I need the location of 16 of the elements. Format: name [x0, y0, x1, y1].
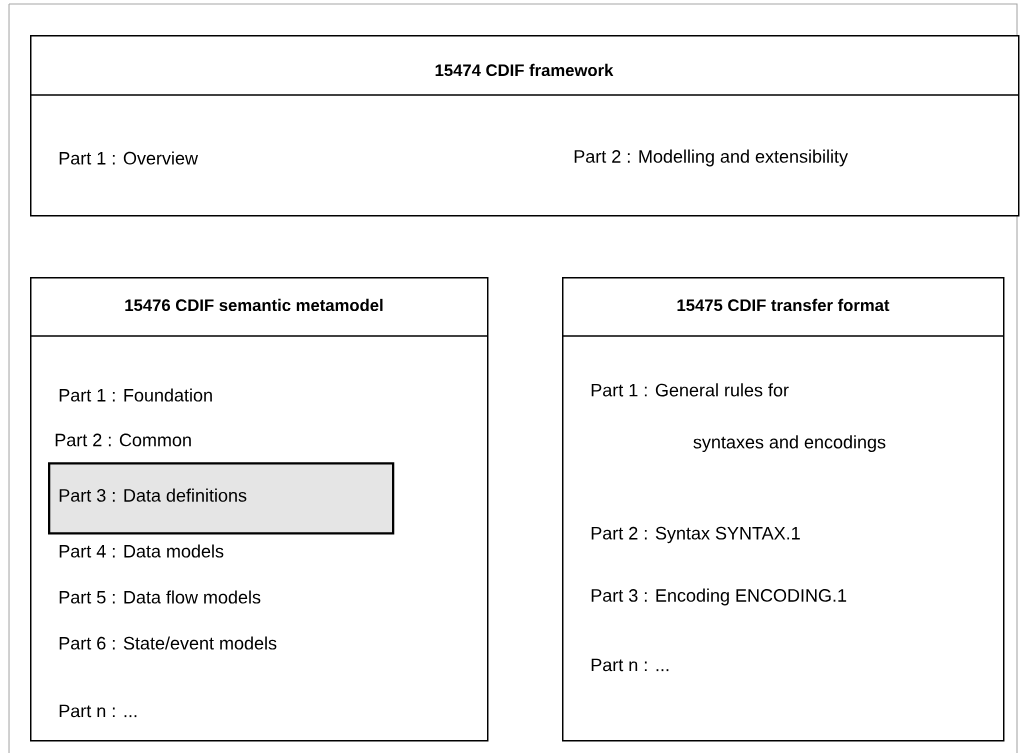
- part-entry: Part 2 : Modelling and extensibility: [574, 149, 848, 167]
- part-entry: Part 1 : General rules for syntaxes and encodings: [591, 383, 886, 453]
- box-heading: 15475 CDIF transfer format: [677, 298, 890, 312]
- part-entry: Part 3 : Encoding ENCODING.1: [591, 588, 847, 606]
- part-entry: Part n : ...: [59, 704, 137, 718]
- part-entry: Part 1 : Overview: [59, 151, 198, 165]
- part-entry: Part 6 : State/event models: [59, 636, 277, 650]
- part-entry: Part 3 : Data definitions: [59, 488, 247, 502]
- box-heading: 15474 CDIF framework: [435, 63, 614, 77]
- part-entry: Part n : ...: [591, 658, 669, 672]
- box-heading: 15476 CDIF semantic metamodel: [125, 298, 383, 312]
- part-entry: Part 1 : Foundation: [59, 388, 212, 402]
- part-entry: Part 4 : Data models: [59, 544, 224, 558]
- part-entry: Part 2 : Syntax SYNTAX.1: [591, 526, 800, 544]
- part-entry: Part 2 : Common: [55, 433, 191, 447]
- part-entry: Part 5 : Data flow models: [59, 590, 261, 604]
